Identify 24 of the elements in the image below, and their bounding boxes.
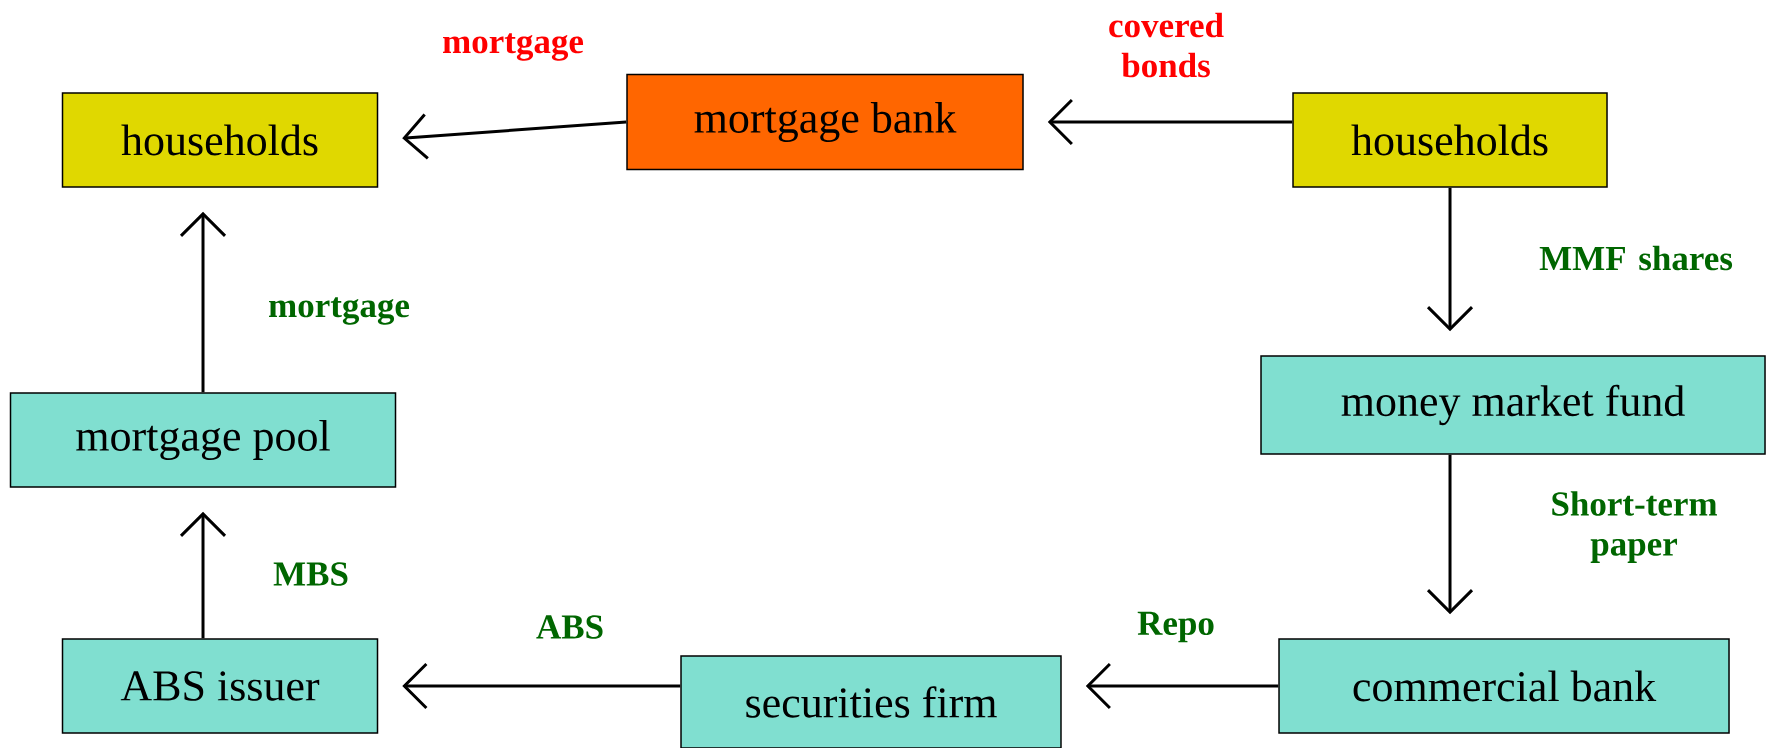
process-box: securities firm (680, 655, 1062, 748)
edge-label: ABS (536, 615, 603, 639)
edge-label: Repo (1137, 611, 1214, 643)
process-box: mortgage bank (626, 73, 1024, 171)
arrow (1047, 98, 1293, 146)
arrow (1426, 454, 1474, 615)
process-box: ABS issuer (61, 638, 379, 734)
arrow (179, 511, 227, 639)
process-box: households (61, 92, 379, 188)
process-box: mortgage pool (9, 392, 397, 488)
process-box: commercial bank (1278, 638, 1730, 734)
arrow (1426, 187, 1474, 332)
process-box: households (1292, 92, 1608, 188)
process-box: money market fund (1260, 355, 1766, 455)
edge-label: Short-term paper (1552, 491, 1717, 563)
edge-label: mortgage (443, 33, 584, 61)
arrow (1085, 662, 1279, 710)
arrow (402, 113, 627, 160)
arrow (402, 662, 681, 710)
edge-label: mortgage (269, 297, 410, 325)
edge-label: MBS (273, 562, 348, 586)
arrow (179, 211, 227, 393)
edge-label: covered bonds (1109, 12, 1224, 78)
edge-label: MMF shares (1539, 245, 1733, 271)
